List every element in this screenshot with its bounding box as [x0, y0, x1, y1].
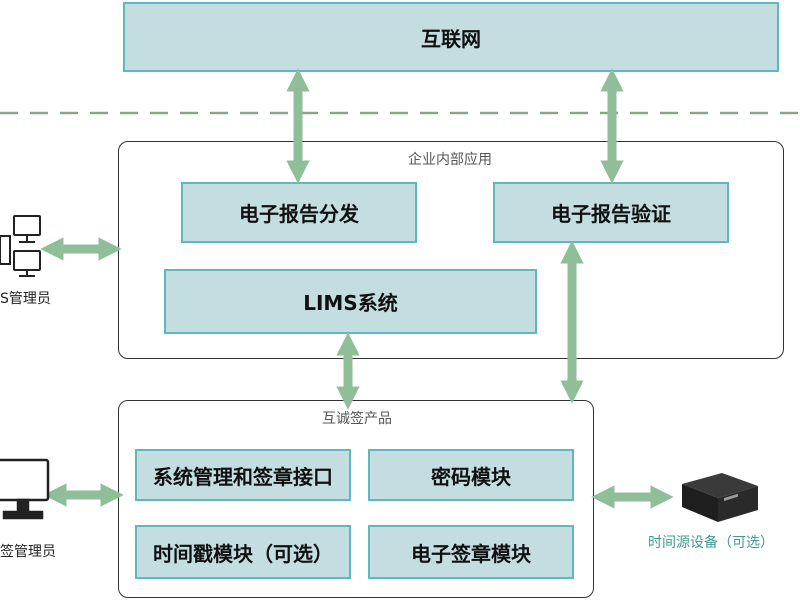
time-source-caption: 时间源设备（可选） [648, 535, 774, 551]
product-title: 互诚签产品 [322, 411, 392, 427]
timestamp-module-box: 时间戳模块（可选） [135, 525, 351, 579]
e-seal-module-label: 电子签章模块 [411, 541, 531, 566]
sys-mgmt-interface-label: 系统管理和签章接口 [153, 464, 333, 489]
crypto-module-box: 密码模块 [368, 449, 574, 501]
crypto-module-label: 密码模块 [431, 464, 511, 489]
enterprise-apps-title: 企业内部应用 [408, 152, 492, 168]
report-verification-box: 电子报告验证 [493, 182, 729, 243]
report-verification-label: 电子报告验证 [551, 202, 671, 226]
sign-admin-caption: 签管理员 [0, 544, 56, 560]
internet-label: 互联网 [421, 26, 481, 51]
sys-mgmt-interface-box: 系统管理和签章接口 [135, 449, 351, 501]
e-seal-module-box: 电子签章模块 [368, 525, 574, 579]
report-distribution-label: 电子报告分发 [239, 202, 359, 226]
lims-system-label: LIMS系统 [303, 291, 398, 315]
internet-box: 互联网 [123, 2, 779, 72]
timestamp-module-label: 时间戳模块（可选） [153, 541, 333, 566]
time-server-icon [682, 473, 758, 522]
computers-icon [0, 215, 41, 277]
lims-admin-caption: S管理员 [0, 291, 51, 307]
monitor-icon [0, 458, 50, 520]
lims-system-box: LIMS系统 [164, 269, 537, 334]
